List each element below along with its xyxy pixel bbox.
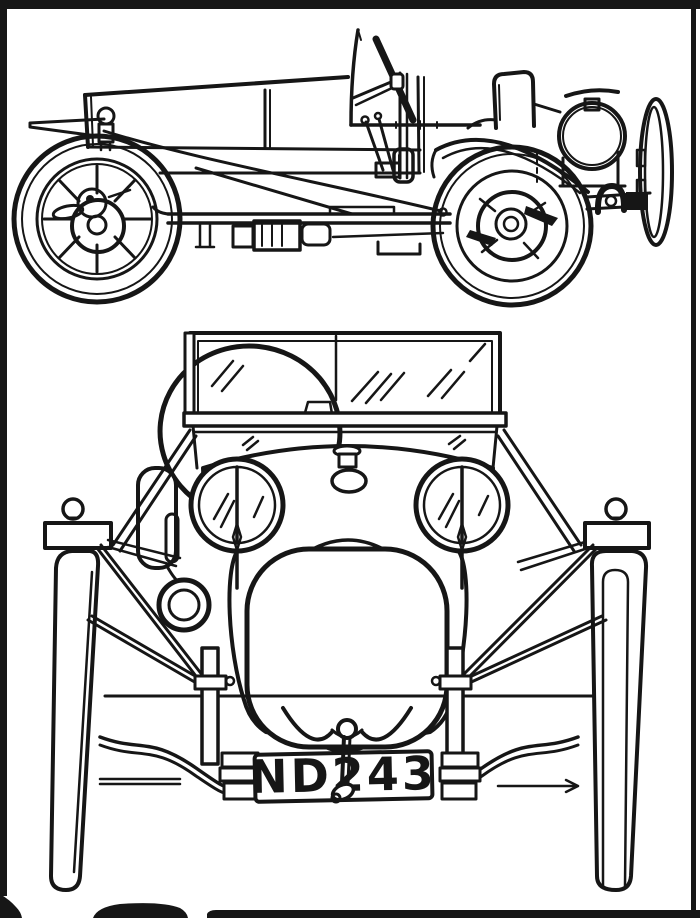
side-brake-cable (102, 129, 448, 217)
front-headlight-right (413, 456, 511, 801)
frame-left-border (0, 0, 7, 896)
side-front-wheel (11, 133, 183, 305)
left-lamp-bracket (43, 521, 113, 550)
right-tire (589, 549, 649, 892)
left-headlight-post (200, 646, 220, 766)
right-headlight-post (445, 646, 465, 766)
front-wheel-left (43, 497, 113, 892)
glass-reflection-hatches (210, 342, 487, 405)
side-rear-axle-hardware (585, 183, 652, 215)
front-suspension-left (86, 428, 234, 796)
side-steering-wheel (351, 35, 417, 124)
car-front-view: ND243 (43, 331, 651, 892)
next-drawing-blob (93, 903, 188, 918)
front-windshield-frame (182, 331, 508, 470)
running-board (328, 205, 396, 216)
side-hand-levers (360, 111, 402, 179)
front-headlight-left (188, 456, 286, 801)
right-lamp-bracket (583, 521, 651, 550)
left-tire (49, 549, 101, 892)
starting-crank (330, 718, 358, 804)
front-hub (70, 198, 126, 254)
gearbox (252, 219, 302, 252)
side-windshield (349, 28, 362, 127)
next-page-fragments (0, 894, 700, 918)
windshield-sill (182, 411, 508, 428)
frame-right-border (691, 0, 696, 918)
car-side-view (11, 28, 674, 308)
side-front-spring-bar (28, 117, 106, 139)
side-rear-wheel (430, 144, 594, 308)
side-chassis (151, 205, 452, 256)
radiator-badge (330, 468, 368, 494)
hood-strap-buckle (392, 147, 415, 184)
brake-drum (476, 190, 548, 262)
side-fuel-tank (557, 88, 627, 188)
frame-top-border (0, 0, 700, 9)
front-wheel-right (583, 497, 651, 892)
side-seat (466, 70, 536, 130)
radiator-shell (244, 546, 450, 750)
corner-fragment (0, 894, 22, 918)
front-horn (156, 566, 212, 633)
next-frame-edge (207, 910, 700, 918)
side-rear-fender (430, 137, 590, 195)
